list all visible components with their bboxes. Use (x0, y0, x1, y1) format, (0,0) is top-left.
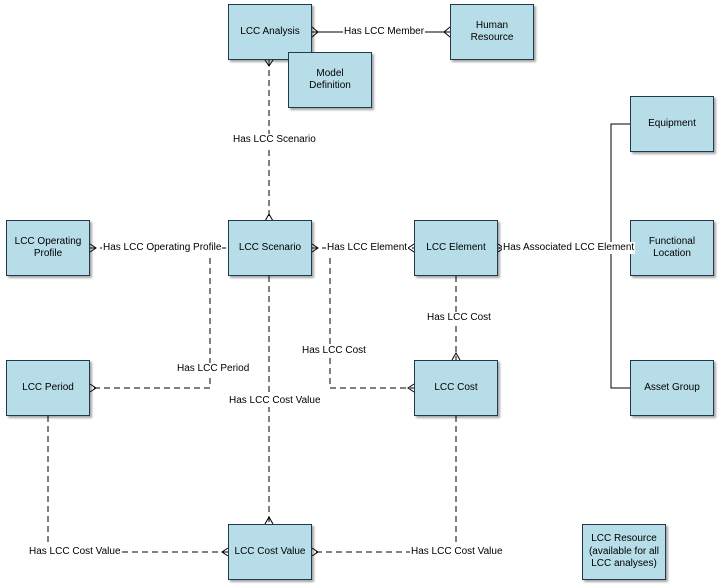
label-has-lcc-operating-profile: Has LCC Operating Profile (102, 242, 223, 254)
entity-label: Model Definition (309, 67, 351, 92)
connector-has-lcc-cost-scenario (329, 248, 414, 389)
entity-label: LCC Period (22, 381, 74, 393)
entity-lcc-cost-value: LCC Cost Value (228, 524, 312, 580)
label-has-lcc-scenario: Has LCC Scenario (232, 134, 317, 146)
entity-lcc-period: LCC Period (6, 360, 90, 416)
entity-label: Human Resource (470, 19, 514, 44)
label-has-lcc-element: Has LCC Element (326, 242, 409, 254)
connector-has-lcc-period (90, 248, 211, 389)
crowfoot-icon (89, 243, 97, 253)
label-has-lcc-period: Has LCC Period (176, 363, 251, 375)
entity-human-resource: Human Resource (450, 4, 534, 60)
crowfoot-icon (407, 383, 415, 393)
crowfoot-icon (264, 59, 274, 67)
entity-lcc-scenario: LCC Scenario (228, 220, 312, 276)
connector-bracket (610, 123, 630, 389)
entity-equipment: Equipment (630, 96, 714, 152)
entity-label: LCC Scenario (238, 241, 302, 253)
label-has-lcc-cost-value-scenario: Has LCC Cost Value (228, 395, 322, 407)
crowfoot-icon (311, 547, 319, 557)
label-has-associated-lcc-element: Has Associated LCC Element (502, 242, 636, 254)
entity-lcc-element: LCC Element (414, 220, 498, 276)
crowfoot-icon (221, 547, 229, 557)
entity-label: LCC Analysis (240, 25, 300, 37)
entity-lcc-resource: LCC Resource (available for all LCC anal… (582, 524, 666, 580)
entity-functional-location: Functional Location (630, 220, 714, 276)
crowfoot-icon (264, 515, 274, 525)
entity-label: LCC Operating Profile (14, 235, 82, 260)
entity-label: LCC Element (426, 241, 486, 253)
label-has-lcc-cost-value-period: Has LCC Cost Value (28, 546, 122, 558)
entity-label: Functional Location (648, 235, 696, 260)
crowfoot-icon (443, 26, 451, 38)
label-has-lcc-cost-scenario: Has LCC Cost (301, 345, 367, 357)
connector-has-lcc-cost-value-cost (312, 416, 457, 553)
crowfoot-icon (89, 383, 97, 393)
label-has-lcc-cost-element: Has LCC Cost (426, 312, 492, 324)
entity-asset-group: Asset Group (630, 360, 714, 416)
label-has-lcc-member: Has LCC Member (343, 26, 426, 38)
entity-label: LCC Resource (available for all LCC anal… (588, 533, 660, 570)
crowfoot-icon (264, 212, 274, 222)
entity-label: LCC Cost (434, 381, 478, 393)
entity-lcc-cost: LCC Cost (414, 360, 498, 416)
entity-model-definition: Model Definition (288, 52, 372, 108)
crowfoot-icon (311, 243, 319, 253)
entity-lcc-operating-profile: LCC Operating Profile (6, 220, 90, 276)
entity-label: LCC Cost Value (234, 545, 306, 557)
label-has-lcc-cost-value-cost: Has LCC Cost Value (410, 546, 504, 558)
entity-label: Equipment (648, 117, 696, 129)
entity-label: Asset Group (644, 381, 700, 393)
crowfoot-icon (451, 351, 461, 361)
crowfoot-icon (311, 26, 319, 38)
connector-has-lcc-cost-value-period (47, 416, 228, 553)
entity-lcc-analysis: LCC Analysis (228, 4, 312, 60)
